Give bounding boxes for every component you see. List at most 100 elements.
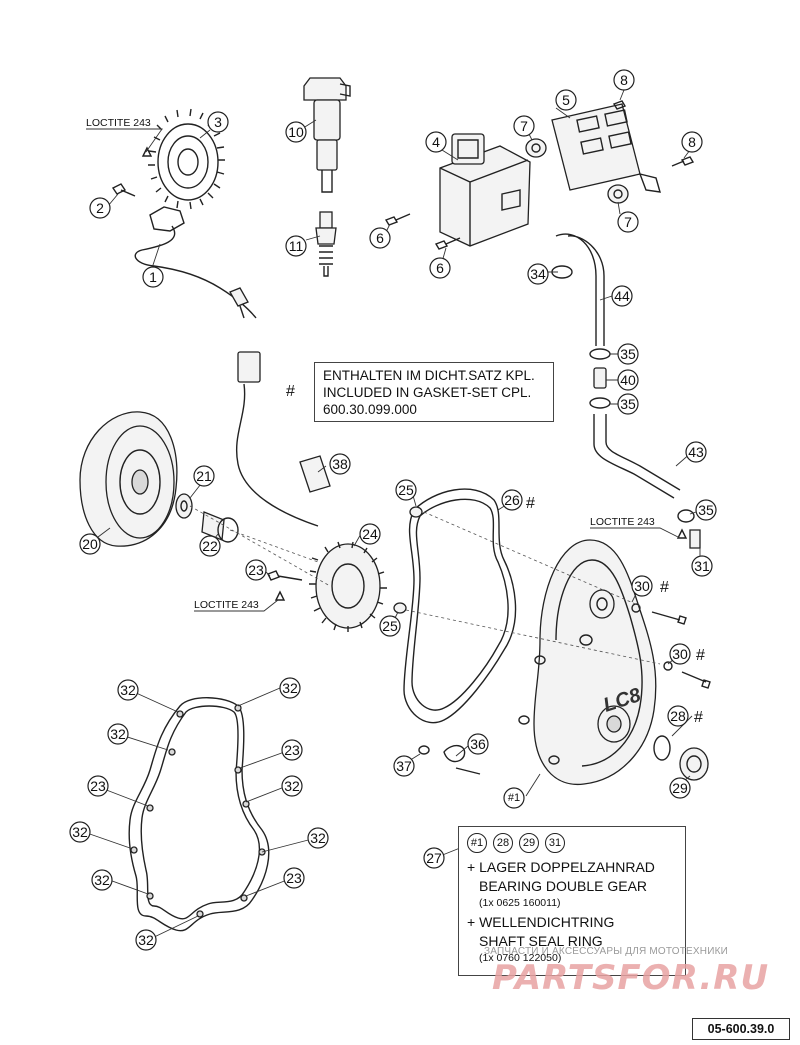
svg-text:20: 20 <box>82 536 98 552</box>
gasket-note-part-number: 600.30.099.000 <box>323 402 417 417</box>
callout-31: 31 <box>691 555 713 577</box>
loctite-label-sensor: LOCTITE 243 <box>86 117 151 129</box>
svg-text:4: 4 <box>432 134 440 150</box>
watermark-tagline: ЗАПЧАСТИ И АКСЕССУАРЫ ДЛЯ МОТОТЕХНИКИ <box>484 946 729 957</box>
svg-text:32: 32 <box>284 778 300 794</box>
callout-25-lower: 25 <box>379 615 401 637</box>
svg-text:3: 3 <box>214 114 222 130</box>
callout-11: 11 <box>285 235 307 257</box>
cover-gasket <box>403 488 517 724</box>
callout-35-low: 35 <box>695 499 717 521</box>
gasket-note-line-en: INCLUDED IN GASKET-SET CPL. <box>323 385 532 400</box>
svg-text:32: 32 <box>310 830 326 846</box>
callout-5: 5 <box>555 89 577 111</box>
cover-screw-lower <box>663 661 711 689</box>
callout-23-c: 23 <box>283 867 305 889</box>
callout-1: 1 <box>142 266 164 288</box>
svg-text:25: 25 <box>398 482 414 498</box>
callout-23-stator: 23 <box>245 559 267 581</box>
callout-32-g: 32 <box>91 869 113 891</box>
hash-mark-26: # <box>526 495 535 512</box>
callout-28: 28 <box>667 705 689 727</box>
cover-screw-upper <box>631 603 687 625</box>
regulator-bracket <box>551 103 661 193</box>
kit-ref: 28 <box>493 833 513 853</box>
bracket-screw-lower <box>671 156 695 167</box>
loctite-label-nipple: LOCTITE 243 <box>590 516 655 528</box>
callout-7-upper: 7 <box>513 115 535 137</box>
callout-37: 37 <box>393 755 415 777</box>
callout-36: 36 <box>467 733 489 755</box>
gasket-32 <box>128 697 270 932</box>
svg-text:28: 28 <box>670 708 686 724</box>
svg-text:10: 10 <box>288 124 304 140</box>
callout-32-d: 32 <box>281 775 303 797</box>
svg-text:43: 43 <box>688 444 704 460</box>
svg-text:44: 44 <box>614 288 630 304</box>
gasket-note-line-de: ENTHALTEN IM DICHT.SATZ KPL. <box>323 368 535 383</box>
kit-item-bearing-en: BEARING DOUBLE GEAR <box>479 878 648 894</box>
callout-4: 4 <box>425 131 447 153</box>
callout-44: 44 <box>611 285 633 307</box>
callout-32-h: 32 <box>135 929 157 951</box>
hash-mark-30-lower: # <box>696 647 705 664</box>
callout-40: 40 <box>617 369 639 391</box>
hose-connector-40 <box>593 367 607 389</box>
callout-43: 43 <box>685 441 707 463</box>
breather-hose-lower <box>593 414 681 499</box>
callout-2: 2 <box>89 197 111 219</box>
callout-32-b: 32 <box>279 677 301 699</box>
callout-38: 38 <box>329 453 351 475</box>
dowel-pin-upper <box>409 506 423 518</box>
kit-ref: #1 <box>467 833 487 853</box>
watermark-logo: PARTSFOR.RU <box>492 958 770 998</box>
svg-text:38: 38 <box>332 456 348 472</box>
callout-1-hash: #1 <box>503 787 525 809</box>
dowel-pin-lower <box>393 602 407 614</box>
kit-contents-note: #1 28 29 31 + LAGER DOPPELZAHNRAD BEARIN… <box>458 826 686 976</box>
stator <box>236 351 387 632</box>
ignition-coil <box>303 77 351 193</box>
hose-clip-35-low <box>677 509 695 523</box>
hash-mark-30-upper: # <box>660 579 669 596</box>
diagram-page-code: 05-600.39.0 <box>692 1018 790 1040</box>
svg-text:23: 23 <box>286 870 302 886</box>
voltage-regulator <box>439 133 531 247</box>
svg-text:1: 1 <box>149 269 157 285</box>
callout-35-top: 35 <box>617 343 639 365</box>
kit-item-bearing-de: + LAGER DOPPELZAHNRAD <box>467 859 655 875</box>
loctite-label-stator: LOCTITE 243 <box>194 599 259 611</box>
svg-text:35: 35 <box>620 396 636 412</box>
svg-text:25: 25 <box>382 618 398 634</box>
stator-screw <box>267 570 303 601</box>
hose-clip-35-mid <box>589 397 611 409</box>
kit-item-seal-en: SHAFT SEAL RING <box>479 933 603 949</box>
leader-lines <box>83 89 701 941</box>
callout-32-e: 32 <box>69 821 91 843</box>
svg-text:35: 35 <box>620 346 636 362</box>
kit-item-seal-code: (1x 0760 122050) <box>479 952 562 964</box>
breather-hose-upper <box>555 233 605 346</box>
svg-text:7: 7 <box>624 214 632 230</box>
kit-item-bearing-code: (1x 0625 160011) <box>479 897 561 909</box>
svg-text:26: 26 <box>504 492 520 508</box>
gasket-note-hash: # <box>286 383 295 400</box>
svg-text:30: 30 <box>672 646 688 662</box>
callout-21: 21 <box>193 465 215 487</box>
svg-text:23: 23 <box>284 742 300 758</box>
svg-text:29: 29 <box>672 780 688 796</box>
svg-text:32: 32 <box>282 680 298 696</box>
cable-grommet <box>299 455 331 493</box>
svg-text:40: 40 <box>620 372 636 388</box>
svg-text:8: 8 <box>620 72 628 88</box>
svg-text:8: 8 <box>688 134 696 150</box>
svg-text:5: 5 <box>562 92 570 108</box>
callout-24: 24 <box>359 523 381 545</box>
trigger-wheel <box>148 108 225 210</box>
callout-25-upper: 25 <box>395 479 417 501</box>
svg-text:32: 32 <box>120 682 136 698</box>
grommet-lower <box>607 184 629 204</box>
kit-item-seal-de: + WELLENDICHTRING <box>467 914 615 930</box>
callout-10: 10 <box>285 121 307 143</box>
svg-text:21: 21 <box>196 468 212 484</box>
